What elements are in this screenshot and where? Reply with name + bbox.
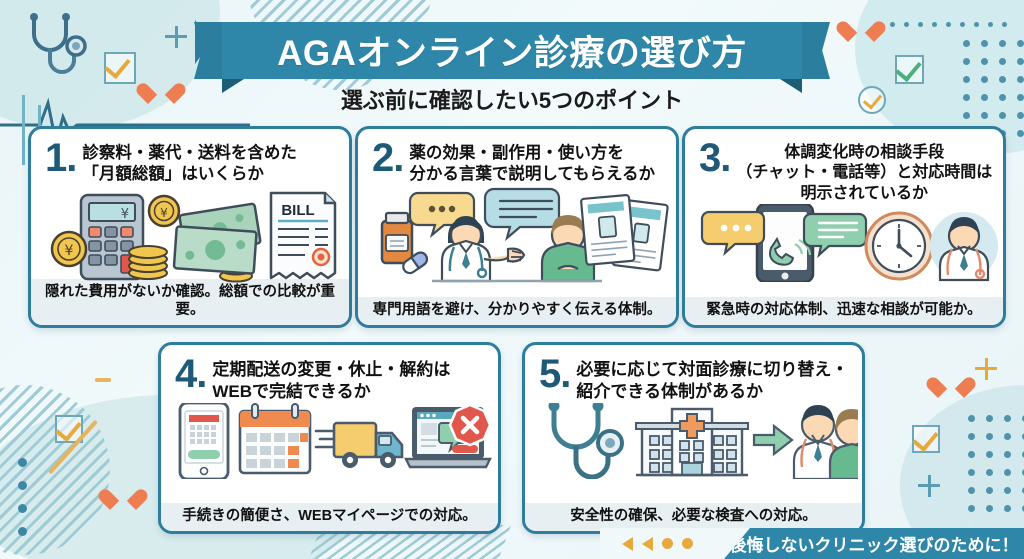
footer-banner: 後悔しないクリニック選びのために！ — [600, 528, 1024, 559]
card-3-body: 3. 体調変化時の相談手段 （チャット・電話等）と対応時間は 明示されているか — [685, 129, 1003, 297]
card-4-body: 4. 定期配送の変更・休止・解約は WEBで完結できるか — [161, 345, 498, 503]
point-card-1[interactable]: 1. 診察料・薬代・送料を含めた 「月額総額」はいくらか ¥ — [28, 126, 352, 328]
card-1-illustration: ¥ ¥ — [41, 185, 339, 283]
card-3-title-line-2: （チャット・電話等）と対応時間は — [736, 164, 993, 182]
card-3-title: 体調変化時の相談手段 （チャット・電話等）と対応時間は 明示されているか — [736, 139, 992, 204]
footer-banner-text: 後悔しないクリニック選びのために！ — [724, 528, 1024, 559]
card-3-footer: 緊急時の対応体制、迅速な相談が可能か。 — [685, 296, 1003, 325]
card-5-head: 5. 必要に応じて対面診療に切り替え・ 紹介できる体制があるか — [535, 352, 852, 403]
diagonal-line-decoration — [48, 419, 98, 475]
card-2-title-line-2: 分かる言葉で説明してもらえるか — [409, 165, 656, 184]
card-1-title: 診察料・薬代・送料を含めた 「月額総額」はいくらか — [82, 139, 297, 185]
card-5-illustration — [535, 402, 858, 503]
bill-label: BILL — [281, 202, 314, 219]
page-title: AGAオンライン診療の選び方 — [277, 34, 747, 73]
striped-circle-bottom-left — [0, 385, 110, 555]
card-1-title-line-2: 「月額総額」はいくらか — [82, 165, 264, 184]
card-5-number: 5. — [539, 352, 571, 396]
card-2-illustration — [368, 185, 669, 296]
triangle-marker-2 — [642, 536, 653, 551]
card-1-footer: 隠れた費用がないか確認。総額での比較が重要。 — [31, 279, 349, 325]
dot-column-decoration — [18, 458, 27, 536]
title-ribbon: AGAオンライン診療の選び方 — [222, 22, 802, 79]
card-2-title-line-1: 薬の効果・副作用・使い方を — [409, 144, 624, 162]
dash-decoration — [95, 378, 111, 382]
checkbox-decoration-4 — [912, 424, 940, 453]
ribbon-tail-right — [802, 22, 830, 79]
svg-text:¥: ¥ — [160, 206, 168, 220]
card-4-illustration — [171, 402, 492, 503]
card-4-title-line-1: 定期配送の変更・休止・解約は — [212, 360, 451, 379]
card-2-body: 2. 薬の効果・副作用・使い方を 分かる言葉で説明してもらえるか — [358, 129, 676, 297]
card-4-title: 定期配送の変更・休止・解約は WEBで完結できるか — [212, 355, 450, 403]
card-4-title-line-2: WEBで完結できるか — [212, 381, 371, 401]
card-4-head: 4. 定期配送の変更・休止・解約は WEBで完結できるか — [171, 352, 488, 403]
card-1-body: 1. 診察料・薬代・送料を含めた 「月額総額」はいくらか ¥ — [31, 129, 349, 283]
card-2-title: 薬の効果・副作用・使い方を 分かる言葉で説明してもらえるか — [409, 139, 655, 185]
card-4-number: 4. — [175, 352, 207, 396]
card-3-title-line-1: 体調変化時の相談手段 — [784, 144, 945, 161]
card-5-footer: 安全性の確保、必要な検査への対応。 — [525, 502, 862, 531]
dot-row-decoration — [890, 22, 1007, 27]
card-5-title: 必要に応じて対面診療に切り替え・ 紹介できる体制があるか — [576, 355, 848, 403]
dot-marker-2 — [682, 538, 693, 549]
card-2-head: 2. 薬の効果・副作用・使い方を 分かる言葉で説明してもらえるか — [368, 136, 666, 185]
card-2-footer: 専門用語を避け、分かりやすく伝える体制。 — [358, 296, 676, 325]
card-1-head: 1. 診察料・薬代・送料を含めた 「月額総額」はいくらか — [41, 136, 339, 185]
point-card-5[interactable]: 5. 必要に応じて対面診療に切り替え・ 紹介できる体制があるか — [522, 342, 865, 534]
footer-markers — [600, 536, 693, 551]
svg-text:¥: ¥ — [121, 207, 129, 222]
checkbox-decoration-1 — [104, 51, 136, 84]
card-5-title-line-1: 必要に応じて対面診療に切り替え・ — [576, 360, 849, 379]
checkbox-decoration-2 — [895, 54, 924, 84]
checkbox-decoration-3 — [55, 414, 83, 443]
card-3-head: 3. 体調変化時の相談手段 （チャット・電話等）と対応時間は 明示されているか — [695, 136, 993, 204]
card-2-number: 2. — [372, 136, 404, 180]
card-5-body: 5. 必要に応じて対面診療に切り替え・ 紹介できる体制があるか — [525, 345, 862, 503]
dot-marker-1 — [662, 538, 673, 549]
card-1-title-line-1: 診察料・薬代・送料を含めた — [82, 144, 297, 162]
card-3-illustration — [695, 204, 998, 296]
card-1-number: 1. — [45, 136, 77, 180]
stethoscope-decoration-icon — [30, 13, 87, 74]
point-card-4[interactable]: 4. 定期配送の変更・休止・解約は WEBで完結できるか — [158, 342, 501, 534]
card-5-title-line-2: 紹介できる体制があるか — [576, 381, 764, 401]
card-3-title-line-3: 明示されているか — [800, 184, 929, 202]
triangle-marker-1 — [622, 536, 633, 551]
card-3-number: 3. — [699, 136, 731, 180]
point-card-3[interactable]: 3. 体調変化時の相談手段 （チャット・電話等）と対応時間は 明示されているか — [682, 126, 1006, 328]
card-4-footer: 手続きの簡便さ、WEBマイページでの対応。 — [161, 502, 498, 531]
ribbon-tail-left — [194, 22, 222, 79]
page-subtitle: 選ぶ前に確認したい5つのポイント — [340, 88, 684, 113]
dot-grid-bottom-right — [968, 415, 1024, 512]
svg-text:¥: ¥ — [65, 243, 74, 259]
point-card-2[interactable]: 2. 薬の効果・副作用・使い方を 分かる言葉で説明してもらえるか — [355, 126, 679, 328]
